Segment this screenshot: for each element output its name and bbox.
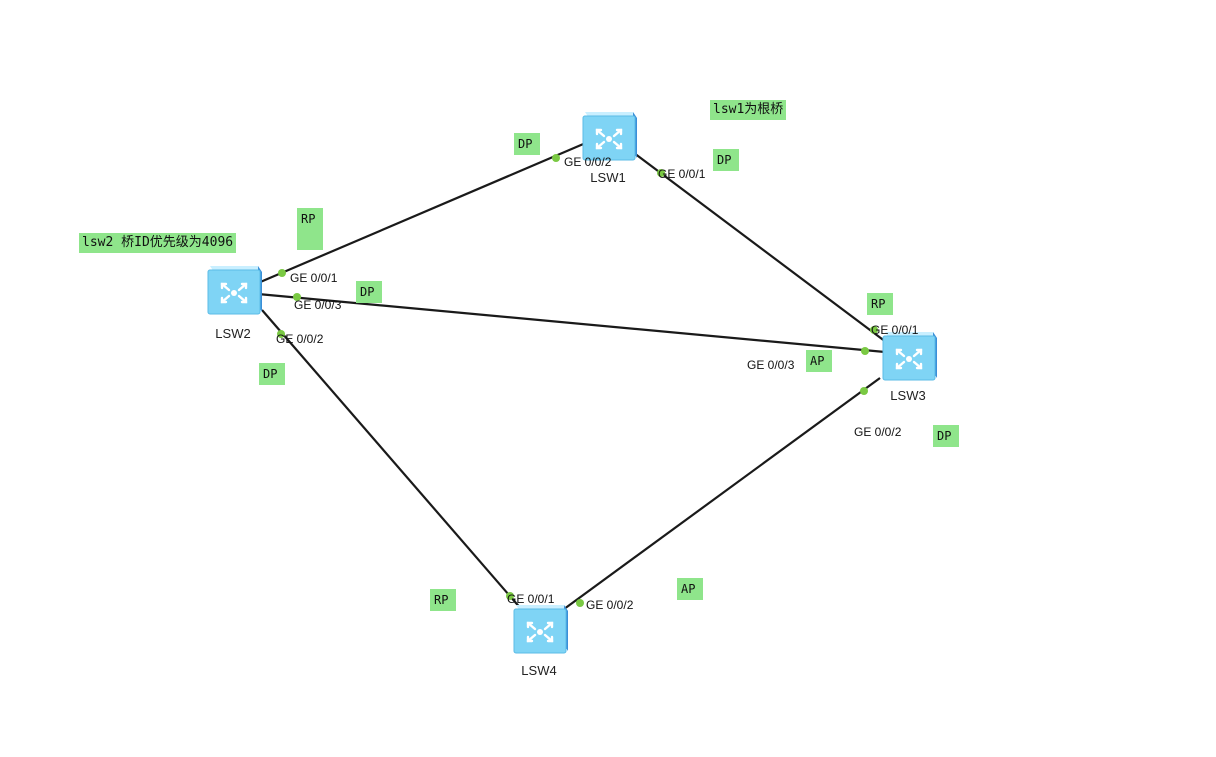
port-dot-lsw3-g1 [870, 326, 878, 334]
port-dot-lsw2-g3 [293, 293, 301, 301]
role-tag-lsw3-g2: DP [933, 425, 959, 447]
port-label-lsw2-g3: GE 0/0/3 [294, 298, 342, 312]
port-dot-lsw2-g2 [277, 330, 285, 338]
link-lsw2-lsw3[interactable] [257, 292, 886, 354]
port-dot-lsw1-g2 [552, 154, 560, 162]
switch-icon [513, 605, 568, 654]
port-label-lsw1-g2: GE 0/0/2 [564, 155, 612, 169]
note-lsw2-priority: lsw2 桥ID优先级为4096 [79, 233, 237, 253]
port-dot-lsw4-g2 [576, 599, 584, 607]
switch-icon [882, 332, 937, 381]
link-lsw4-lsw3[interactable] [559, 377, 881, 613]
role-tag-lsw1-g2: DP [514, 133, 540, 155]
role-tag-lsw1-g1: DP [713, 149, 739, 171]
switch-label: LSW4 [521, 663, 557, 678]
link-lsw2-lsw4[interactable] [261, 309, 523, 611]
switch-lsw3[interactable]: LSW3 [873, 328, 943, 403]
port-dot-lsw1-g1 [657, 169, 665, 177]
port-label-lsw4-g1: GE 0/0/1 [507, 592, 555, 606]
port-label-lsw2-g2: GE 0/0/2 [276, 332, 324, 346]
role-tag-lsw3-g3: AP [806, 350, 832, 372]
port-dot-lsw4-g1 [506, 592, 514, 600]
switch-lsw4[interactable]: LSW4 [504, 601, 574, 678]
switch-label: LSW2 [215, 326, 251, 341]
role-tag-lsw2-g2: DP [259, 363, 285, 385]
role-tag-lsw3-g1: RP [867, 293, 893, 315]
role-tag-lsw4-g1: RP [430, 589, 456, 611]
port-dot-lsw2-g1 [278, 269, 286, 277]
link-lsw2-lsw1[interactable] [257, 140, 589, 285]
note-root-bridge: lsw1为根桥 [710, 100, 787, 120]
switch-icon [582, 112, 637, 161]
port-dot-lsw3-g2 [860, 387, 868, 395]
port-label-lsw3-g2: GE 0/0/2 [854, 425, 902, 439]
role-tag-lsw2-g3: DP [356, 281, 382, 303]
port-label-lsw4-g2: GE 0/0/2 [586, 598, 634, 612]
switch-lsw2[interactable]: LSW2 [198, 262, 268, 341]
port-label-lsw2-g1: GE 0/0/1 [290, 271, 338, 285]
switch-lsw1[interactable]: LSW1 [573, 108, 643, 185]
switch-icon [207, 266, 262, 315]
link-lsw1-lsw3[interactable] [629, 149, 891, 346]
port-label-lsw3-g1: GE 0/0/1 [871, 323, 919, 337]
port-label-lsw3-g3: GE 0/0/3 [747, 358, 795, 372]
role-tag-lsw4-g2: AP [677, 578, 703, 600]
role-tag-lsw2-g1: RP [297, 208, 323, 250]
port-dot-lsw3-g3 [861, 347, 869, 355]
switch-label: LSW3 [890, 388, 926, 403]
port-label-lsw1-g1: GE 0/0/1 [658, 167, 706, 181]
switch-label: LSW1 [590, 170, 626, 185]
